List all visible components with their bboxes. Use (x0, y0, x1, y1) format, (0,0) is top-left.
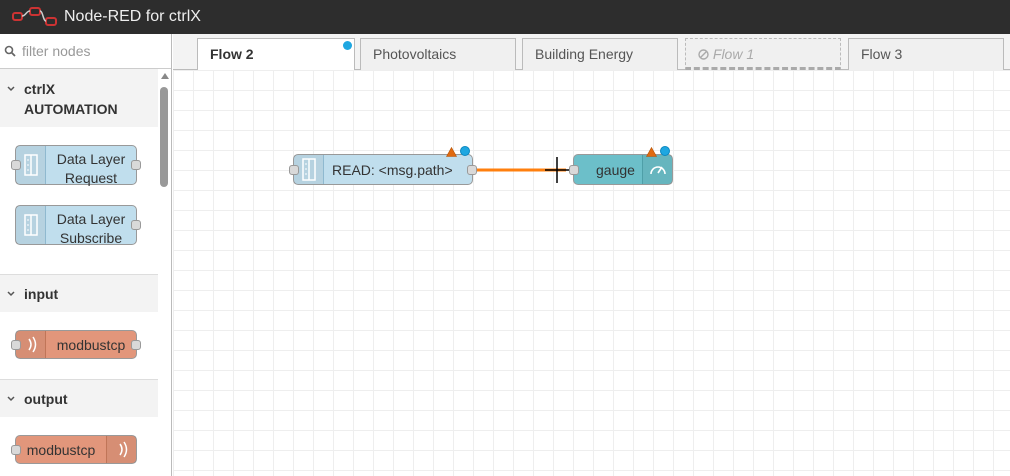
scroll-thumb[interactable] (160, 87, 168, 187)
warning-triangle-icon (446, 147, 457, 157)
input-port (11, 340, 21, 350)
disabled-circle-icon (698, 49, 709, 60)
flow-node-label: gauge (596, 162, 635, 178)
input-port[interactable] (289, 165, 299, 175)
category-label: AUTOMATION (24, 101, 118, 117)
palette-node-label: Data Layer (56, 211, 126, 227)
palette-node-modbustcp-input[interactable]: modbustcp (11, 330, 141, 359)
category-label: output (24, 391, 68, 407)
icon-area (16, 146, 46, 184)
category-label: ctrlX (24, 81, 56, 97)
tab-label: Building Energy (535, 46, 634, 62)
wireless-signal-icon (28, 336, 37, 353)
tab-photovoltaics[interactable]: Photovoltaics (360, 38, 516, 70)
icon-area (106, 436, 136, 463)
icon-area (642, 155, 672, 184)
category-input[interactable]: input (0, 274, 158, 312)
app-title: Node-RED for ctrlX (64, 8, 201, 25)
input-port[interactable] (569, 165, 579, 175)
gauge-icon (650, 166, 666, 175)
node-palette: ctrlX AUTOMATION Data Layer Request (0, 34, 172, 476)
flow-canvas[interactable]: READ: <msg.path> gauge (173, 70, 1010, 476)
tab-label: Flow 2 (210, 46, 254, 62)
icon-area (16, 331, 46, 358)
chevron-down-icon (7, 396, 15, 402)
changed-dot-icon (460, 146, 470, 156)
changed-dot-icon (343, 41, 352, 50)
category-label: input (24, 286, 59, 302)
palette-scrollbar[interactable] (158, 69, 171, 476)
input-port (11, 160, 21, 170)
output-port (131, 160, 141, 170)
icon-area (16, 206, 46, 244)
flow-node-gauge[interactable]: gauge (569, 146, 673, 185)
palette-node-label: modbustcp (26, 442, 96, 458)
workspace-tabs: Flow 2 Photovoltaics Building Energy Flo… (173, 34, 1010, 71)
chevron-down-icon (7, 86, 15, 92)
palette-node-label: Request (64, 170, 118, 186)
wireless-signal-icon (119, 441, 128, 458)
node-red-logo-icon (12, 7, 57, 26)
tab-label: Flow 1 (712, 46, 755, 62)
tab-label: Photovoltaics (373, 46, 457, 62)
category-output[interactable]: output (0, 379, 158, 417)
palette-node-data-layer-request[interactable]: Data Layer Request (11, 145, 141, 186)
tab-flow-2[interactable]: Flow 2 (197, 38, 355, 71)
header-bar: Node-RED for ctrlX (0, 0, 1010, 34)
chevron-down-icon (7, 291, 15, 297)
palette-list: ctrlX AUTOMATION Data Layer Request (0, 69, 158, 476)
palette-node-label: Data Layer (56, 151, 126, 167)
palette-search-bar (0, 34, 171, 69)
warning-triangle-icon (646, 147, 657, 157)
output-port (131, 340, 141, 350)
data-layer-icon (24, 214, 38, 236)
palette-node-label: Subscribe (59, 230, 123, 246)
tab-flow-3[interactable]: Flow 3 (848, 38, 1004, 70)
category-ctrlx-automation[interactable]: ctrlX AUTOMATION (0, 69, 158, 127)
palette-node-modbustcp-output[interactable]: modbustcp (11, 435, 137, 464)
flow-node-read[interactable]: READ: <msg.path> (289, 146, 477, 185)
output-port[interactable] (467, 165, 477, 175)
data-layer-icon (302, 158, 316, 181)
scroll-up-arrow-icon[interactable] (161, 73, 169, 79)
flow-node-label: READ: <msg.path> (332, 162, 453, 178)
palette-search-input[interactable] (20, 42, 160, 60)
input-port (11, 445, 21, 455)
palette-node-data-layer-subscribe[interactable]: Data Layer Subscribe (15, 205, 141, 246)
crosshair-cursor-icon (545, 157, 569, 183)
palette-node-label: modbustcp (56, 337, 126, 353)
output-port (131, 220, 141, 230)
tab-flow-1[interactable]: Flow 1 (685, 38, 841, 70)
data-layer-icon (24, 154, 38, 176)
tab-building-energy[interactable]: Building Energy (522, 38, 678, 70)
changed-dot-icon (660, 146, 670, 156)
search-icon (4, 45, 16, 57)
wire-layer (477, 168, 566, 172)
icon-area (294, 155, 324, 184)
tab-label: Flow 3 (861, 46, 903, 62)
